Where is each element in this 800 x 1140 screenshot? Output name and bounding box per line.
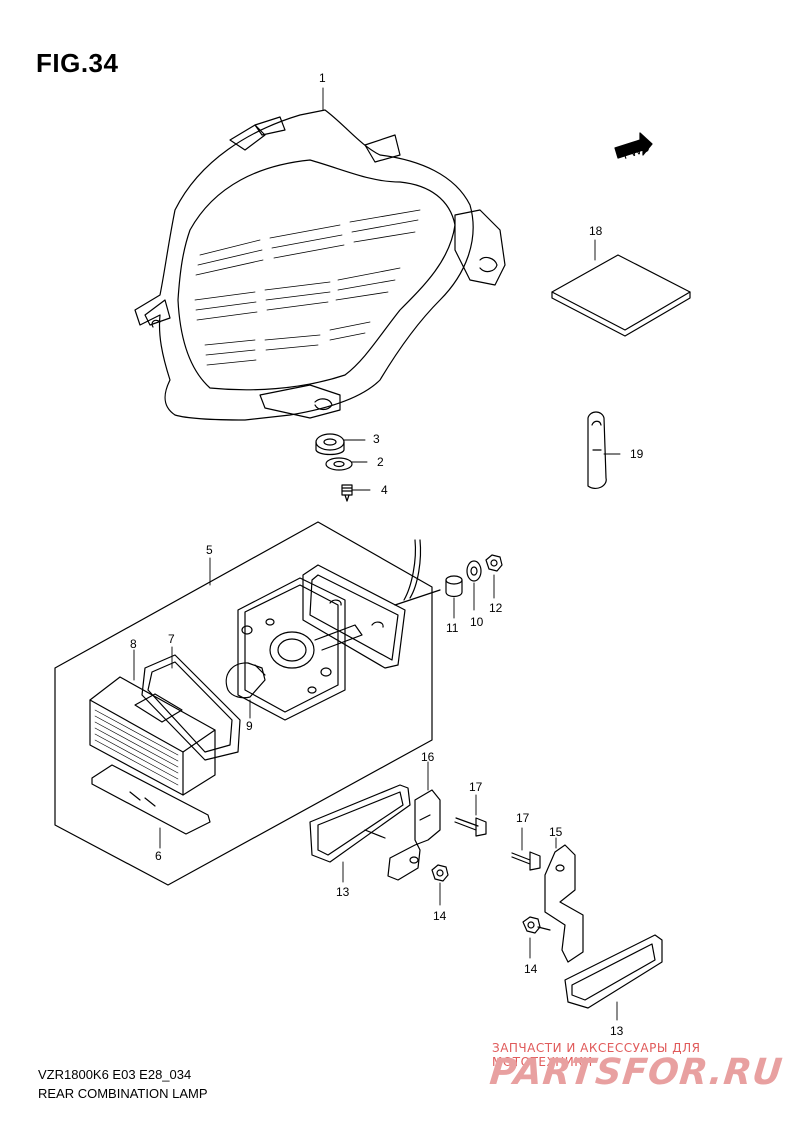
lamp-bracket-plate xyxy=(302,539,441,669)
callout-16: 16 xyxy=(421,750,435,764)
callout-14-a: 14 xyxy=(433,909,447,923)
collar-11 xyxy=(445,575,463,598)
bolt-17-left xyxy=(454,817,487,837)
callout-8: 8 xyxy=(130,637,137,651)
gasket-7 xyxy=(141,654,241,761)
reflector-13-left xyxy=(309,784,411,863)
clip-19 xyxy=(587,411,607,490)
callout-15: 15 xyxy=(549,825,563,839)
fwd-arrow-icon xyxy=(614,132,653,159)
callout-17-b: 17 xyxy=(516,811,530,825)
reflector-13-right xyxy=(564,934,663,1009)
grommet-3 xyxy=(315,433,345,456)
leader-lines xyxy=(133,87,621,1021)
watermark-tagline: ЗАПЧАСТИ И АКСЕССУАРЫ ДЛЯ МОТОТЕХНИКИ xyxy=(492,1041,701,1069)
housing-lens-ribs xyxy=(194,209,421,366)
callout-17-a: 17 xyxy=(469,780,483,794)
callout-13-a: 13 xyxy=(336,885,350,899)
watermark-brand: PARTSFOR.RU xyxy=(487,1052,785,1093)
bracket-15 xyxy=(544,844,584,963)
nut-14-right xyxy=(522,916,551,934)
callout-14-b: 14 xyxy=(524,962,538,976)
nut-12 xyxy=(485,554,503,572)
callout-2: 2 xyxy=(377,455,384,469)
nut-14-left xyxy=(431,864,449,882)
callout-18: 18 xyxy=(589,224,603,238)
callout-19: 19 xyxy=(630,447,644,461)
license-lamp-assembly-outline xyxy=(54,521,433,886)
lens-8-texture xyxy=(94,709,179,786)
cover-6 xyxy=(91,764,211,835)
model-code: VZR1800K6 E03 E28_034 xyxy=(38,1067,192,1082)
callout-3: 3 xyxy=(373,432,380,446)
callout-labels: 1 18 19 3 2 4 5 11 10 12 7 8 9 6 16 17 1… xyxy=(130,71,644,1038)
callout-12: 12 xyxy=(489,601,503,615)
bulb-9 xyxy=(225,662,266,699)
bracket-16 xyxy=(387,789,441,881)
lens-8 xyxy=(89,676,216,796)
figure-title: FIG.34 xyxy=(36,48,119,78)
callout-11: 11 xyxy=(446,621,459,635)
callout-6: 6 xyxy=(155,849,162,863)
callout-10: 10 xyxy=(470,615,484,629)
washer-2 xyxy=(325,457,353,471)
callout-4: 4 xyxy=(381,483,388,497)
callout-7: 7 xyxy=(168,632,175,646)
washer-10 xyxy=(466,560,482,582)
tail-lamp-housing xyxy=(134,109,506,421)
pad-18 xyxy=(551,254,691,337)
callout-13-b: 13 xyxy=(610,1024,624,1038)
lamp-socket xyxy=(237,577,363,721)
callout-5: 5 xyxy=(206,543,213,557)
fwd-label: FWD xyxy=(621,140,652,162)
bolt-17-right xyxy=(511,851,541,871)
screw-4 xyxy=(341,484,353,502)
figure-caption: REAR COMBINATION LAMP xyxy=(38,1086,208,1101)
callout-9: 9 xyxy=(246,719,253,733)
callout-1: 1 xyxy=(319,71,326,85)
